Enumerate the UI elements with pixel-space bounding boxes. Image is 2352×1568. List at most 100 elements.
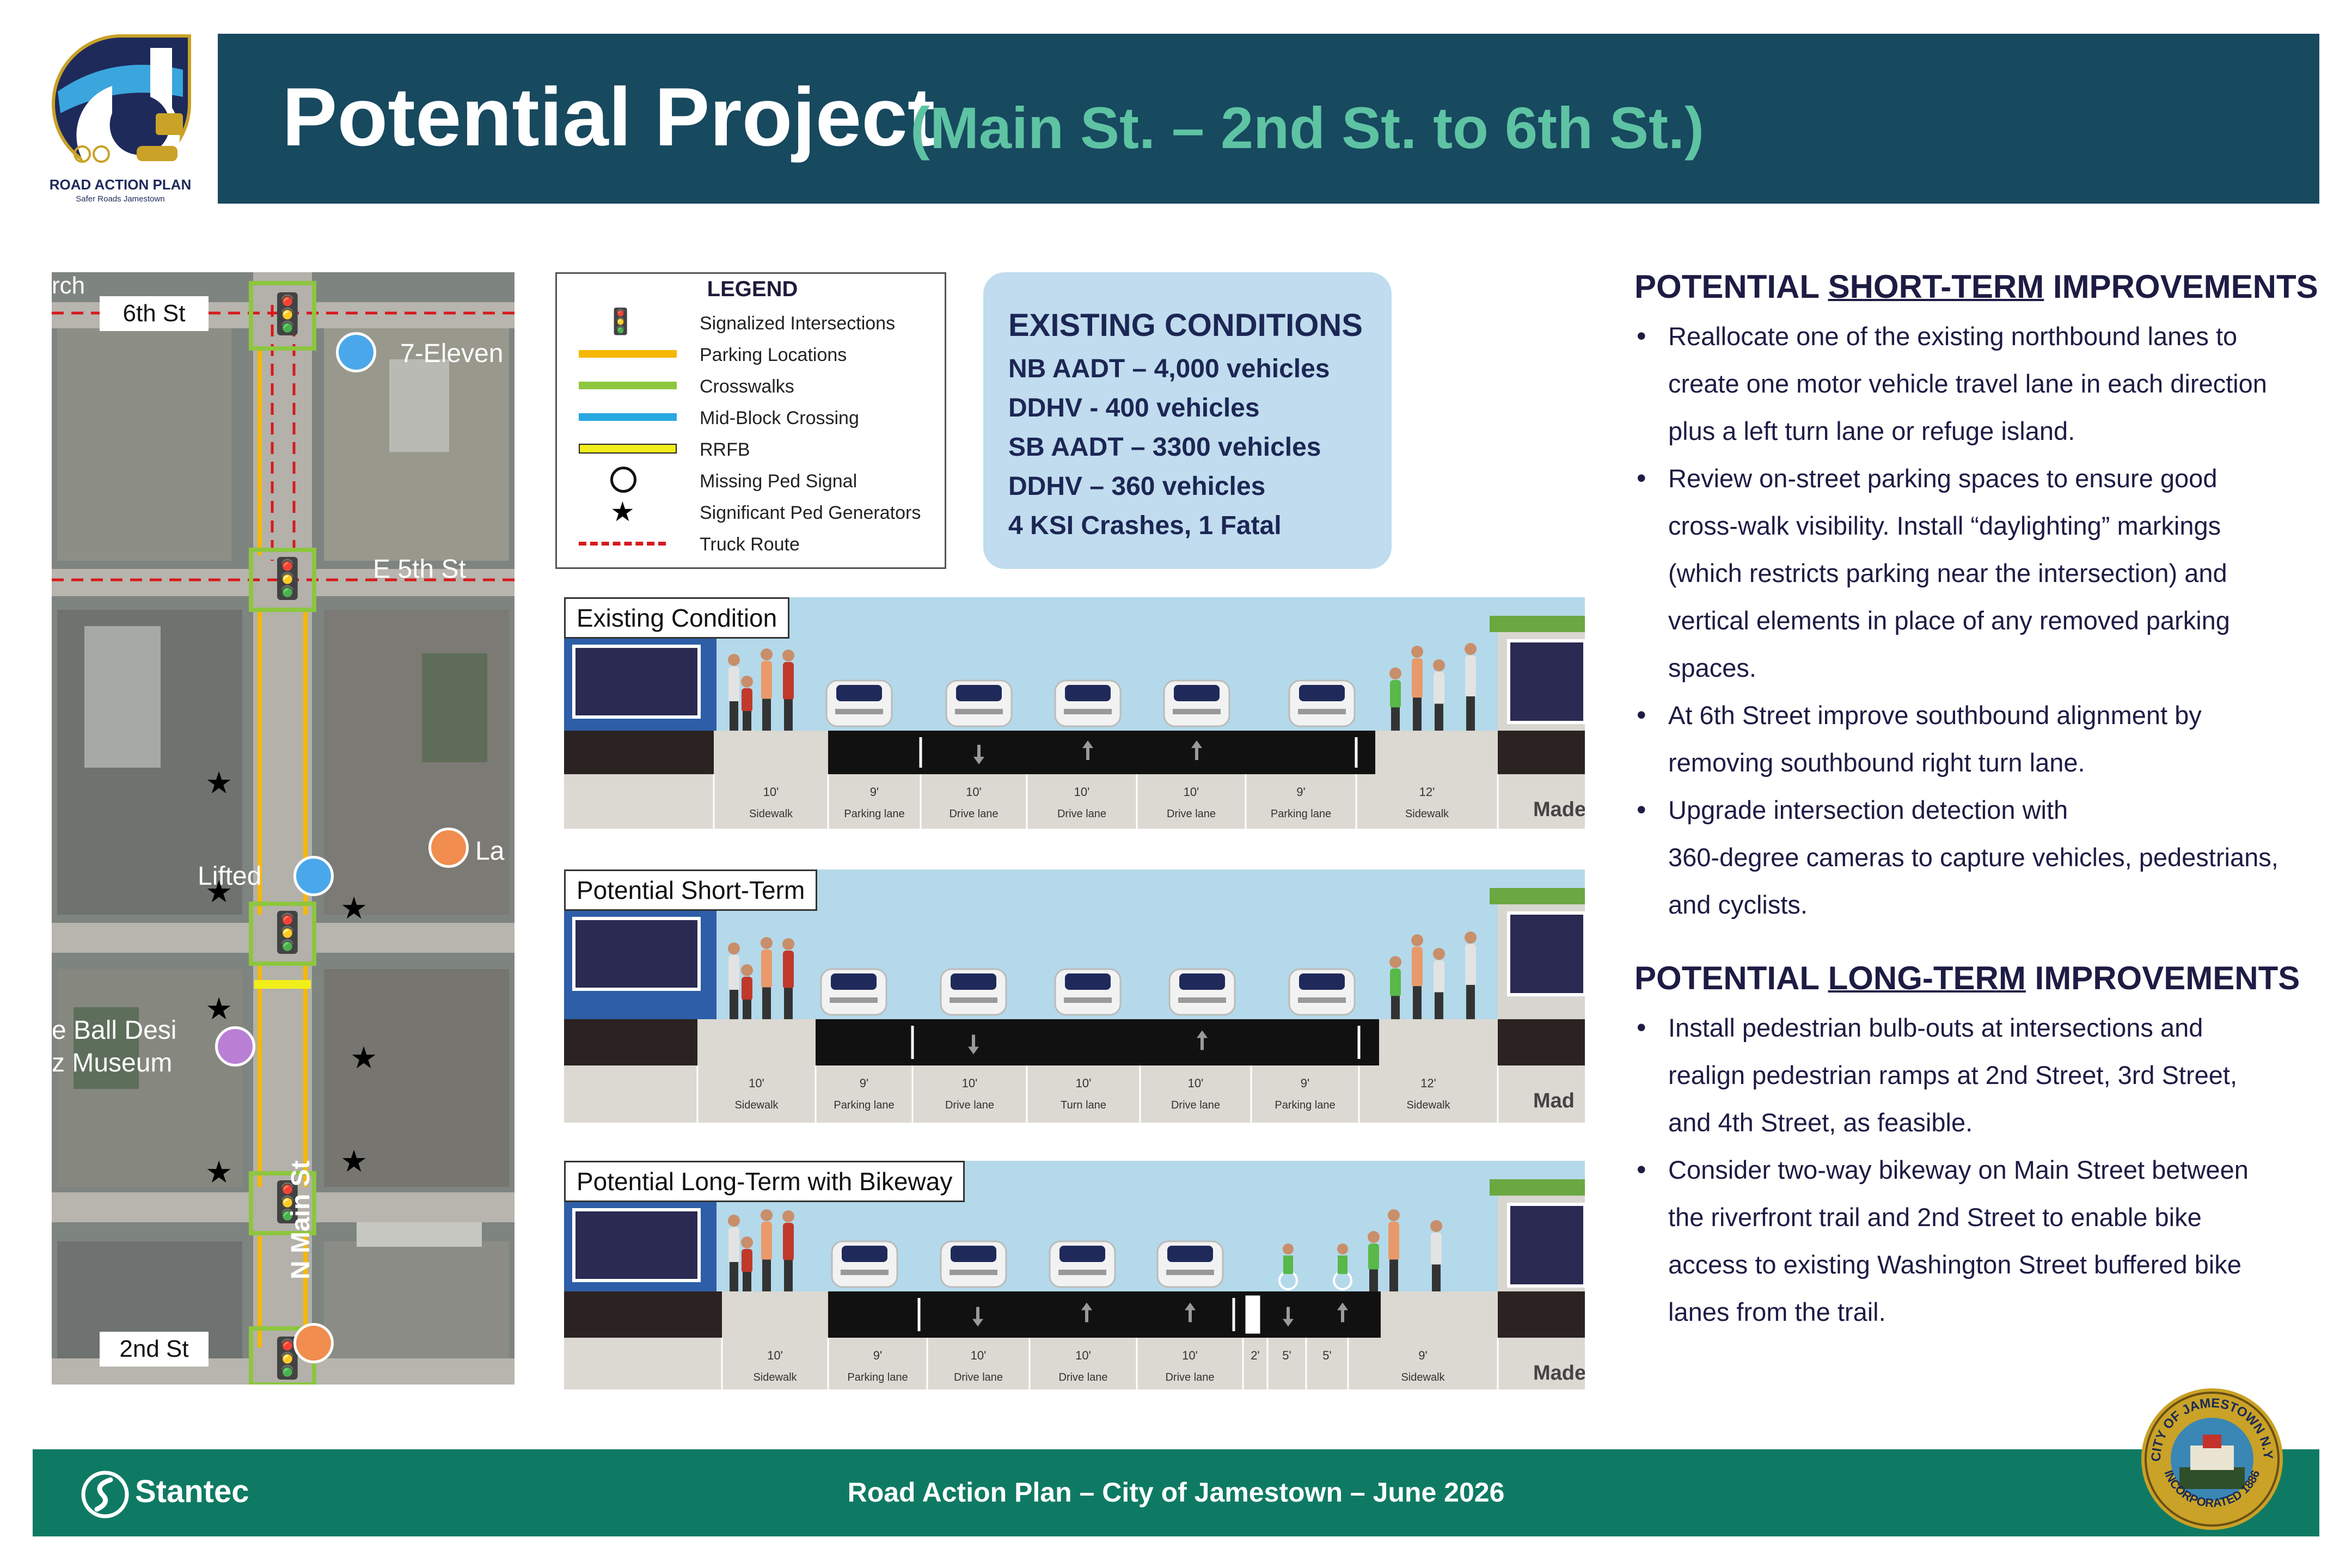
pedestrian-icon — [728, 654, 740, 666]
parking-line-swatch — [579, 350, 677, 358]
pedestrian-body — [742, 977, 752, 1001]
lane-name: Parking lane — [1275, 1099, 1336, 1111]
lane-name: Sidewalk — [749, 808, 793, 820]
legend-title: LEGEND — [707, 277, 798, 301]
pedestrian-body — [1390, 969, 1401, 997]
header-bar — [218, 34, 2319, 204]
lane-width: 10' — [1183, 785, 1199, 799]
map-label-lifted: Lifted — [198, 862, 262, 891]
rrfb-swatch — [579, 444, 677, 454]
pedestrian-legs — [762, 1259, 771, 1291]
road-action-plan-logo: ROAD ACTION PLAN Safer Roads Jamestown — [50, 34, 191, 204]
shopping-pin-icon — [336, 332, 376, 372]
bicycle-icon — [1333, 1271, 1352, 1290]
roadway — [828, 731, 1375, 774]
pedestrian-body — [742, 688, 752, 712]
lane-name: Sidewalk — [1401, 1371, 1445, 1383]
car-bumper — [955, 709, 1003, 714]
car-window — [951, 1246, 996, 1262]
pedestrian-legs — [1435, 992, 1443, 1019]
pedestrian-icon — [1433, 948, 1445, 960]
pedestrian-icon — [1465, 643, 1477, 655]
arrow-up-icon — [1337, 1302, 1348, 1322]
car-window — [951, 973, 996, 990]
pedestrian-icon — [741, 964, 753, 976]
pedestrian-icon — [782, 1210, 794, 1222]
curb-right — [1498, 1019, 1585, 1065]
star-icon: ★ — [610, 497, 635, 527]
pedestrian-legs — [1391, 996, 1400, 1019]
car-window — [831, 973, 877, 990]
map-label-e-5th-st: E 5th St — [373, 555, 466, 584]
museum-pin-icon — [215, 1026, 255, 1067]
star-icon: ★ — [340, 891, 368, 925]
traffic-signal-icon: 🚦 — [263, 1180, 312, 1224]
legend-item: Missing Ped Signal — [557, 464, 948, 496]
long-term-list: Install pedestrian bulb-outs at intersec… — [1634, 1004, 2310, 1336]
pedestrian-icon — [728, 942, 740, 954]
shopping-pin-icon — [293, 856, 334, 896]
existing-conditions-box: EXISTING CONDITIONS NB AADT – 4,000 vehi… — [983, 272, 1392, 569]
pedestrian-icon — [728, 1215, 740, 1227]
long-term-heading: POTENTIAL LONG-TERM IMPROVEMENTS — [1634, 960, 2300, 996]
curb-left — [564, 1019, 697, 1065]
footer-text: Road Action Plan – City of Jamestown – J… — [847, 1477, 1505, 1508]
pedestrian-legs — [1435, 703, 1443, 731]
lane-width: 9' — [873, 1349, 883, 1362]
bicycle-icon — [1278, 1271, 1298, 1290]
star-icon: ★ — [205, 1155, 233, 1189]
lane-width: 2' — [1251, 1349, 1260, 1362]
star-icon: ★ — [340, 1144, 368, 1178]
pedestrian-body — [783, 951, 794, 989]
pedestrian-icon — [741, 676, 753, 688]
pedestrian-icon — [1465, 932, 1477, 944]
lane-name: Parking lane — [1270, 808, 1332, 820]
car-bumper — [1064, 709, 1112, 714]
pedestrian-legs — [784, 699, 793, 731]
page-subtitle: (Main St. – 2nd St. to 6th St.) — [910, 95, 1704, 161]
map-label-7-eleven: 7-Eleven — [400, 339, 504, 368]
pedestrian-body — [1465, 656, 1476, 697]
awning — [1490, 1179, 1585, 1196]
pedestrian-icon — [1368, 1231, 1380, 1243]
pedestrian-legs — [743, 1272, 751, 1291]
lane-width: 10' — [749, 1076, 764, 1090]
no-pedestrian-icon — [610, 467, 636, 493]
lane-name: Drive lane — [953, 1371, 1003, 1383]
pedestrian-legs — [1432, 1264, 1441, 1291]
pedestrian-body — [728, 1227, 739, 1263]
lane-width: 9' — [1418, 1349, 1428, 1362]
lane-width: 10' — [1074, 785, 1090, 799]
pedestrian-legs — [1413, 986, 1422, 1019]
curb-left — [564, 1291, 722, 1338]
pedestrian-body — [1434, 672, 1444, 705]
lane-name: Drive lane — [1166, 808, 1216, 820]
arrow-up-icon — [1197, 1030, 1208, 1050]
car-bumper — [830, 997, 878, 1003]
pedestrian-legs — [730, 701, 738, 731]
list-item: Reallocate one of the existing northboun… — [1634, 313, 2310, 455]
pedestrian-legs — [1391, 707, 1400, 731]
arrow-down-icon — [972, 1307, 983, 1327]
pedestrian-icon — [1388, 1209, 1400, 1221]
pedestrian-legs — [762, 699, 771, 731]
car-window — [1299, 973, 1345, 990]
cross-section-label: Potential Long-Term with Bikeway — [564, 1161, 965, 1202]
stantec-logo-icon — [81, 1471, 129, 1518]
building-window — [572, 645, 701, 719]
lane-width: 5' — [1282, 1349, 1291, 1362]
car-bumper — [1298, 709, 1346, 714]
pedestrian-body — [761, 661, 772, 700]
condition-line: 4 KSI Crashes, 1 Fatal — [1008, 511, 1282, 540]
pedestrian-body — [1388, 1222, 1399, 1261]
mid-block-line-swatch — [579, 413, 677, 421]
pedestrian-icon — [1411, 934, 1423, 946]
lane-width: 9' — [859, 1076, 869, 1090]
pedestrian-legs — [1389, 1259, 1398, 1291]
crosswalk-line-swatch — [579, 382, 677, 389]
traffic-signal-icon: 🚦 — [263, 557, 312, 601]
car-window — [836, 685, 882, 701]
pedestrian-icon — [741, 1236, 753, 1248]
lane-name: Sidewalk — [734, 1099, 779, 1111]
condition-line: NB AADT – 4,000 vehicles — [1008, 354, 1330, 383]
